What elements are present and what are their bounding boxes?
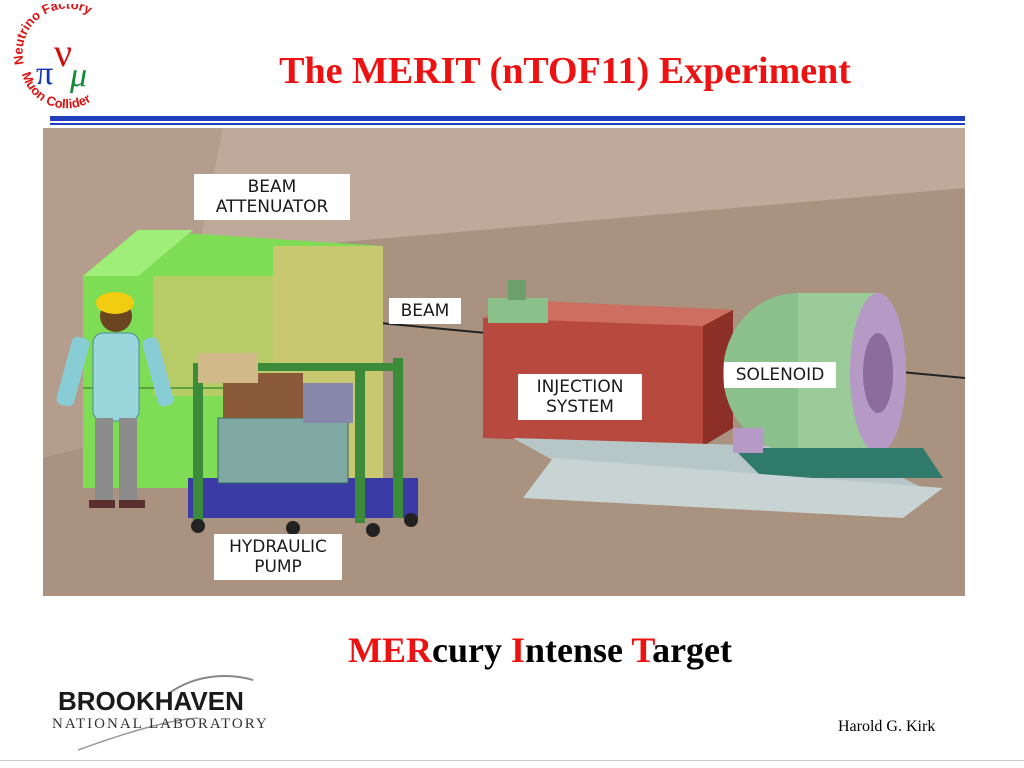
subtitle: MERcury Intense Target — [200, 628, 880, 672]
subtitle-black-3: arget — [652, 630, 733, 670]
subtitle-black-2: ntense — [524, 630, 632, 670]
subtitle-black-1: cury — [431, 630, 511, 670]
author-name: Harold G. Kirk — [838, 718, 936, 735]
label-solenoid: SOLENOID — [724, 362, 836, 388]
base-platform — [523, 458, 943, 518]
neutrino-factory-logo: Neutrino Factory Muon Collider ν π μ — [10, 0, 120, 116]
label-beam-attenuator: BEAM ATTENUATOR — [194, 174, 350, 220]
title-rule-thin — [50, 123, 965, 125]
footer-rule — [0, 760, 1024, 761]
page-title: The MERIT (nTOF11) Experiment — [279, 50, 851, 92]
bnl-subtitle: NATIONAL LABORATORY — [52, 716, 269, 732]
subtitle-red-3: T — [631, 630, 653, 670]
title-rule-thick — [50, 116, 965, 121]
bnl-swoosh-top — [167, 675, 254, 695]
subtitle-red-2: I — [510, 630, 525, 670]
label-beam: BEAM — [389, 298, 461, 324]
bnl-name: BROOKHAVEN — [58, 686, 244, 716]
label-hydraulic-pump: HYDRAULIC PUMP — [214, 534, 342, 580]
bnl-swoosh-bottom — [77, 717, 199, 751]
logo-mu: μ — [69, 57, 87, 94]
hydraulic-pump-cart — [188, 353, 418, 537]
label-injection-system: INJECTION SYSTEM — [518, 374, 642, 420]
logo-nu: ν — [54, 30, 72, 75]
subtitle-red-1: MER — [347, 630, 432, 670]
logo-graphic: Neutrino Factory Muon Collider ν π μ — [11, 0, 96, 111]
brookhaven-logo: BROOKHAVEN NATIONAL LABORATORY — [48, 672, 288, 752]
logo-pi: π — [36, 55, 53, 92]
worker-figure — [56, 292, 174, 508]
